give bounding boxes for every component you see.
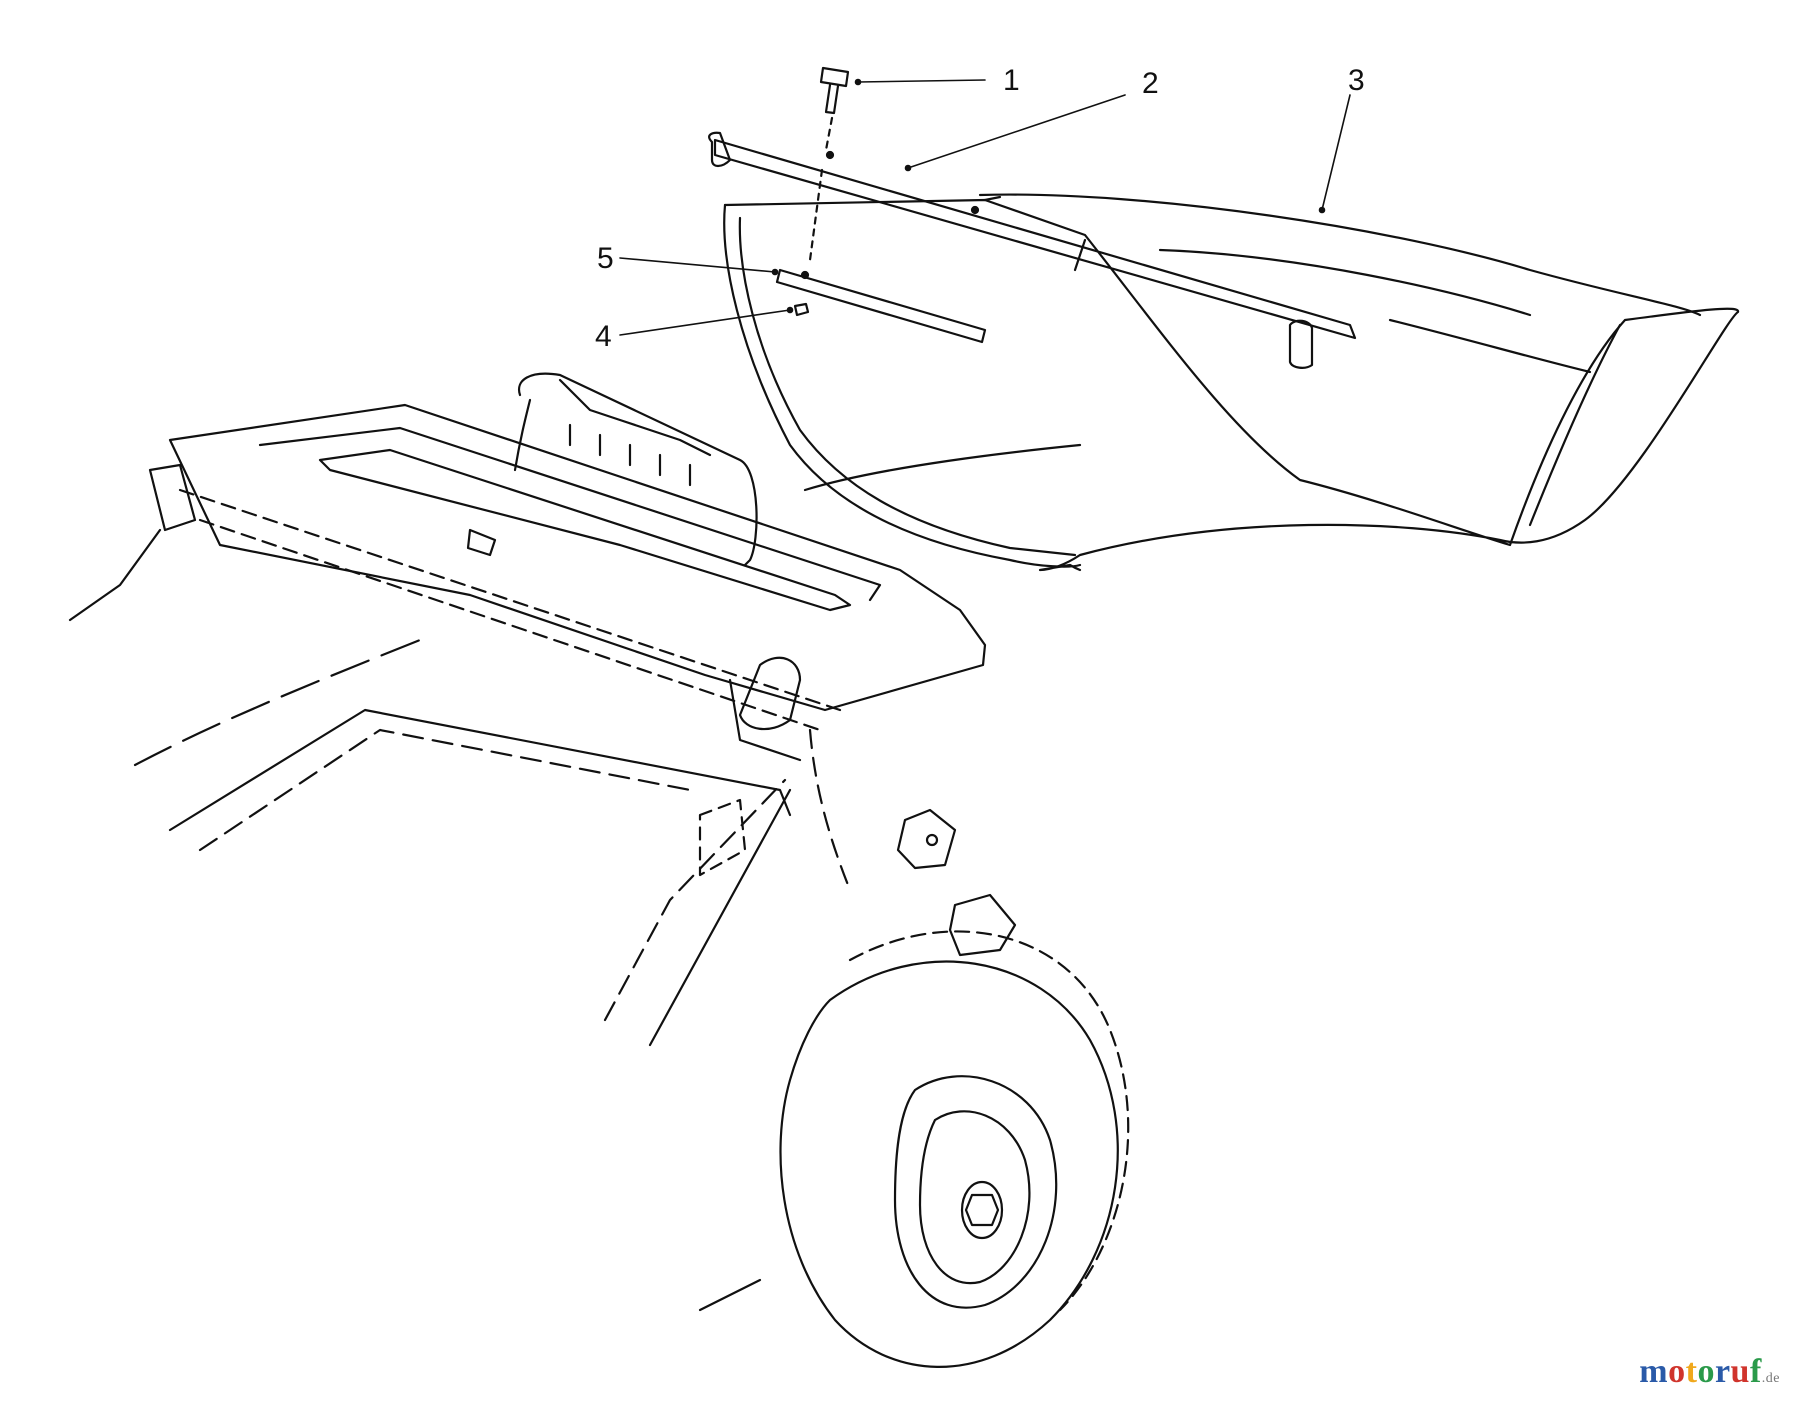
- callout-4: 4: [595, 320, 612, 353]
- callout-2: 2: [1142, 67, 1159, 100]
- grass-bag: [723, 193, 1740, 572]
- watermark-letter: t: [1685, 1353, 1698, 1390]
- watermark-letter: m: [1639, 1353, 1669, 1390]
- mower-deck: [68, 528, 852, 1047]
- watermark-letter: u: [1730, 1353, 1750, 1390]
- watermark-letter: r: [1714, 1353, 1731, 1390]
- motoruf-watermark: motoruf.de: [1639, 1353, 1780, 1391]
- bag-frame-rod: [708, 131, 1357, 369]
- watermark-tld: .de: [1761, 1371, 1780, 1386]
- callout-5: 5: [597, 242, 614, 275]
- watermark-letter: f: [1749, 1353, 1762, 1390]
- rear-door-assembly: [148, 372, 987, 732]
- axle-bracket: [896, 808, 1017, 957]
- watermark-letter: o: [1697, 1353, 1715, 1390]
- callout-leaders: [619, 78, 1351, 336]
- callout-1: 1: [1003, 64, 1020, 97]
- brace-plate: [775, 268, 987, 344]
- rear-wheel: [698, 930, 1130, 1368]
- nut: [793, 302, 810, 317]
- watermark-letters: motoruf: [1639, 1353, 1762, 1390]
- callout-3: 3: [1348, 64, 1365, 97]
- bolt: [808, 66, 850, 262]
- watermark-letter: o: [1668, 1353, 1686, 1390]
